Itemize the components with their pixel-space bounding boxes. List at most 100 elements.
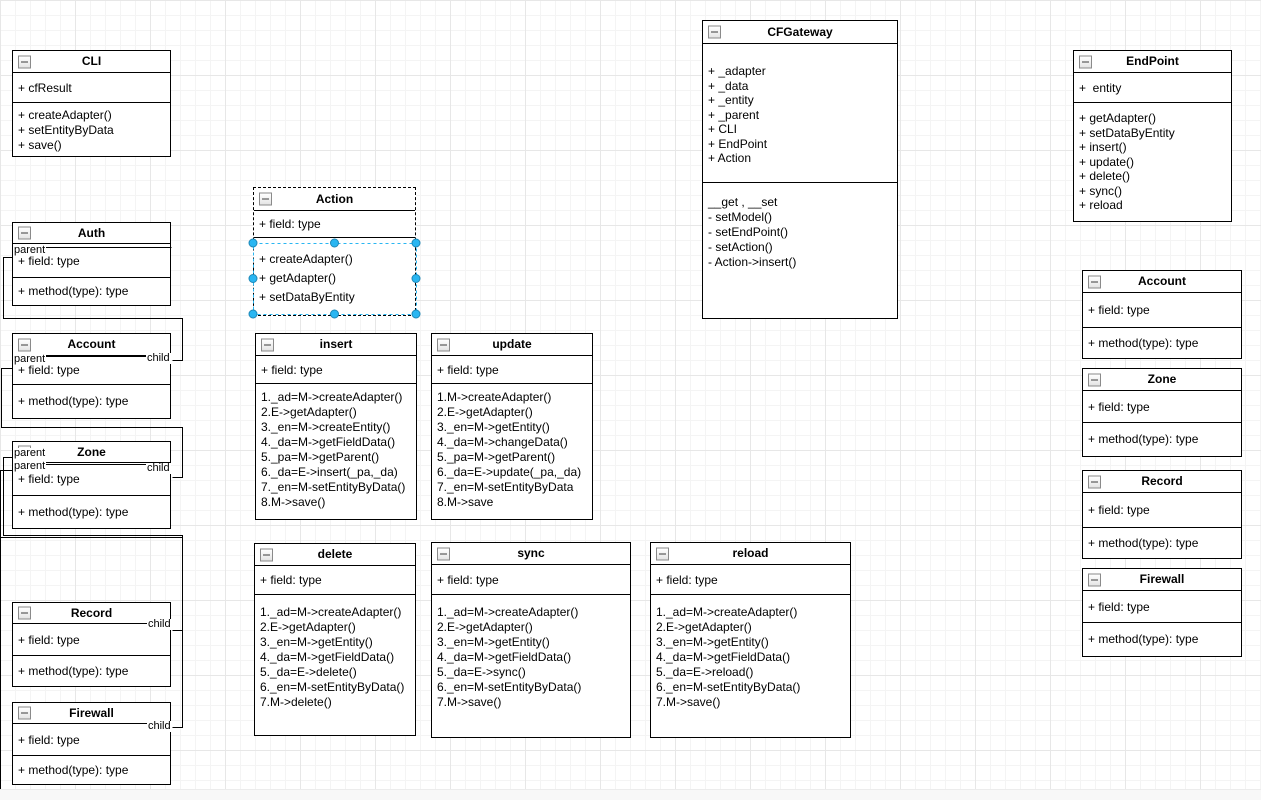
member-line: 4._da=M->getFieldData() [261, 435, 396, 449]
member-line: 2.E->getAdapter() [261, 405, 357, 419]
member-line: + save() [18, 138, 62, 152]
collapse-icon[interactable] [18, 226, 31, 240]
class-compartment[interactable]: + method(type): type [13, 756, 170, 784]
collapse-icon[interactable] [259, 192, 272, 206]
class-compartment[interactable]: + field: type [256, 356, 416, 384]
class-compartment[interactable]: + field: type [651, 565, 850, 595]
class-title: Auth [77, 225, 106, 240]
class-compartment[interactable]: 1.M->createAdapter()2.E->getAdapter()3._… [432, 384, 592, 519]
collapse-icon[interactable] [1088, 573, 1101, 586]
member-line: + setEntityByData [18, 123, 114, 137]
class-compartment[interactable]: 1._ad=M->createAdapter()2.E->getAdapter(… [255, 595, 415, 735]
member-line: 1._ad=M->createAdapter() [260, 605, 402, 619]
member-line: + field: type [1088, 303, 1150, 317]
class-compartment[interactable]: __get , __set- setModel()- setEndPoint()… [703, 183, 897, 318]
member-line: 7.M->delete() [260, 695, 332, 709]
collapse-icon[interactable] [260, 548, 273, 561]
class-compartment[interactable]: + method(type): type [1083, 623, 1241, 656]
class-account-right[interactable]: Account + field: type + method(type): type [1082, 270, 1242, 359]
collapse-icon[interactable] [708, 25, 721, 39]
class-endpoint[interactable]: EndPoint + entity + getAdapter()+ setDataB… [1073, 50, 1232, 222]
class-title: CLI [81, 54, 102, 68]
class-compartment[interactable]: + field: type [1083, 391, 1241, 423]
member-line: 2.E->getAdapter() [260, 620, 356, 634]
class-zone-right[interactable]: Zone + field: type+ method(type): type [1082, 368, 1242, 457]
class-insert[interactable]: insert + field: type 1._ad=M->createAdapte… [255, 333, 417, 520]
class-compartment[interactable]: + field: type [255, 566, 415, 595]
collapse-icon[interactable] [1079, 55, 1092, 68]
member-line: 5._da=E->delete() [260, 665, 357, 679]
class-compartment[interactable]: + field: type [432, 565, 630, 595]
class-compartment[interactable]: + field: type [432, 356, 592, 384]
class-compartment[interactable]: + cfResult [13, 73, 170, 103]
label-account-child: child [146, 352, 171, 364]
class-title: Zone [1147, 372, 1177, 386]
member-line: 2.E->getAdapter() [656, 620, 752, 634]
member-line: + sync() [1079, 183, 1123, 198]
class-compartment[interactable]: + method(type): type [1083, 328, 1241, 358]
member-line: + _entity [708, 93, 754, 107]
collapse-icon[interactable] [1088, 373, 1101, 386]
member-line: 5._pa=M->getParent() [437, 450, 556, 464]
member-line: + field: type [656, 572, 718, 587]
member-line: + insert() [1079, 140, 1127, 154]
member-line: 4._da=M->getFieldData() [260, 650, 395, 664]
class-compartment[interactable]: + method(type): type [1083, 528, 1241, 558]
class-title: CFGateway [767, 24, 833, 39]
collapse-icon[interactable] [1088, 275, 1101, 288]
member-line: + field: type [1088, 599, 1150, 614]
member-line: + method(type): type [18, 762, 129, 777]
member-line: + field: type [1088, 503, 1150, 517]
member-line: + entity [1079, 80, 1122, 95]
class-compartment[interactable]: + field: type [1083, 293, 1241, 328]
class-compartment[interactable]: + method(type): type [1083, 423, 1241, 456]
member-line: 7._en=M-setEntityByData [437, 480, 574, 494]
class-compartment[interactable]: 1._ad=M->createAdapter()2.E->getAdapter(… [256, 384, 416, 519]
member-line: + field: type [261, 362, 323, 377]
class-title: sync [517, 546, 545, 560]
class-title: Account [1138, 274, 1186, 288]
class-cli[interactable]: CLI + cfResult+ createAdapter()+ setEntit… [12, 50, 171, 157]
collapse-icon[interactable] [437, 338, 450, 351]
member-line: - setAction() [708, 240, 773, 254]
member-line: 1._ad=M->createAdapter() [437, 605, 579, 619]
class-compartment[interactable]: + entity [1074, 73, 1231, 103]
class-compartment[interactable]: + createAdapter()+ setEntityByData+ save… [13, 103, 170, 156]
collapse-icon[interactable] [437, 547, 450, 560]
class-firewall-right[interactable]: Firewall + field: type + method(type): typ… [1082, 568, 1242, 657]
class-compartment[interactable]: 1._ad=M->createAdapter()2.E->getAdapter(… [651, 595, 850, 737]
class-compartment[interactable]: + field: type [254, 211, 415, 238]
class-title: Firewall [1139, 572, 1185, 586]
class-title: insert [319, 337, 353, 351]
class-sync[interactable]: sync + field: type 1._ad=M->createAdapter(… [431, 542, 631, 738]
class-reload[interactable]: reload + field: type 1._ad=M->createAdapte… [650, 542, 851, 738]
member-line: 5._pa=M->getParent() [261, 450, 380, 464]
collapse-icon[interactable] [656, 547, 669, 560]
class-compartment[interactable]: + field: type [1083, 591, 1241, 623]
member-line: 3._en=M->getEntity() [656, 635, 769, 649]
collapse-icon[interactable] [1088, 475, 1101, 488]
member-line: 6._da=E->update(_pa,_da) [437, 465, 582, 479]
class-title: reload [732, 546, 769, 560]
label-zone-parent-2: parent [13, 460, 47, 472]
class-compartment[interactable]: + field: type [13, 724, 170, 756]
class-compartment[interactable]: + getAdapter()+ setDataByEntity+ insert(… [1074, 103, 1231, 221]
collapse-icon[interactable] [261, 338, 274, 351]
class-compartment[interactable]: 1._ad=M->createAdapter()2.E->getAdapter(… [432, 595, 630, 737]
class-title: EndPoint [1126, 54, 1179, 68]
member-line: 6._en=M-setEntityByData() [260, 680, 405, 694]
member-line: 7._en=M-setEntityByData() [261, 480, 406, 494]
class-cfgateway[interactable]: CFGateway + _adapter+ _data+ _entity+ _pa… [702, 20, 898, 319]
class-compartment[interactable]: + _adapter+ _data+ _entity+ _parent+ CLI… [703, 44, 897, 183]
label-record-child: child [147, 618, 172, 630]
member-line: + field: type [437, 572, 499, 587]
member-line: - Action->insert() [708, 255, 797, 269]
collapse-icon[interactable] [18, 55, 31, 68]
member-line: + field: type [18, 732, 80, 747]
class-record-right[interactable]: Record+ field: type+ method(type): type [1082, 470, 1242, 559]
horizontal-scrollbar[interactable] [0, 789, 1261, 800]
class-compartment[interactable]: + field: type [1083, 493, 1241, 528]
